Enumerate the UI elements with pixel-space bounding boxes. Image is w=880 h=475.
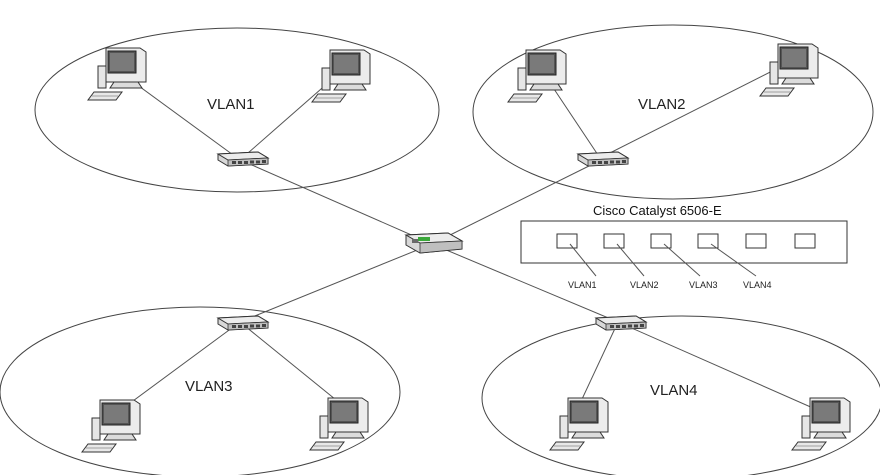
desktop-computer-icon	[549, 397, 609, 451]
vlan4-label: VLAN4	[650, 382, 698, 399]
chassis-port-1	[556, 233, 578, 249]
vlan2-zone	[472, 24, 874, 200]
link-core-vlan1	[244, 161, 433, 245]
chassis-port-6	[794, 233, 816, 249]
desktop-computer-icon	[309, 397, 369, 451]
desktop-computer-icon	[759, 43, 819, 97]
core-switch-icon	[404, 232, 464, 254]
port-label-vlan1: VLAN1	[568, 280, 597, 290]
port-label-vlan3: VLAN3	[689, 280, 718, 290]
link-vlan2-pc2	[599, 61, 791, 159]
chassis-port-2	[603, 233, 625, 249]
desktop-computer-icon	[87, 47, 147, 101]
vlan4-zone	[481, 315, 880, 475]
desktop-computer-icon	[311, 49, 371, 103]
desktop-computer-icon	[791, 397, 851, 451]
port-leader-2	[616, 243, 645, 277]
network-switch-icon	[577, 151, 629, 167]
network-switch-icon	[217, 151, 269, 167]
vlan1-zone	[34, 27, 440, 193]
link-vlan3-pc2	[239, 321, 347, 409]
link-core-vlan4	[431, 243, 619, 323]
vlan3-zone	[0, 306, 401, 475]
vlan1-label: VLAN1	[207, 96, 255, 113]
chassis-port-4	[697, 233, 719, 249]
port-label-vlan2: VLAN2	[630, 280, 659, 290]
port-leader-3	[663, 243, 701, 277]
chassis-port-5	[745, 233, 767, 249]
port-leader-1	[569, 243, 597, 277]
link-vlan4-pc1	[575, 321, 619, 413]
network-switch-icon	[217, 315, 269, 331]
desktop-computer-icon	[81, 399, 141, 453]
network-switch-icon	[595, 315, 647, 331]
port-leader-4	[710, 243, 757, 277]
vlan3-label: VLAN3	[185, 378, 233, 395]
link-vlan3-pc1	[117, 321, 241, 413]
port-label-vlan4: VLAN4	[743, 280, 772, 290]
link-vlan4-pc2	[617, 321, 823, 413]
link-core-vlan3	[239, 243, 433, 323]
chassis-title: Cisco Catalyst 6506-E	[593, 203, 722, 218]
vlan2-label: VLAN2	[638, 96, 686, 113]
link-core-vlan2	[431, 159, 602, 245]
chassis-port-3	[650, 233, 672, 249]
